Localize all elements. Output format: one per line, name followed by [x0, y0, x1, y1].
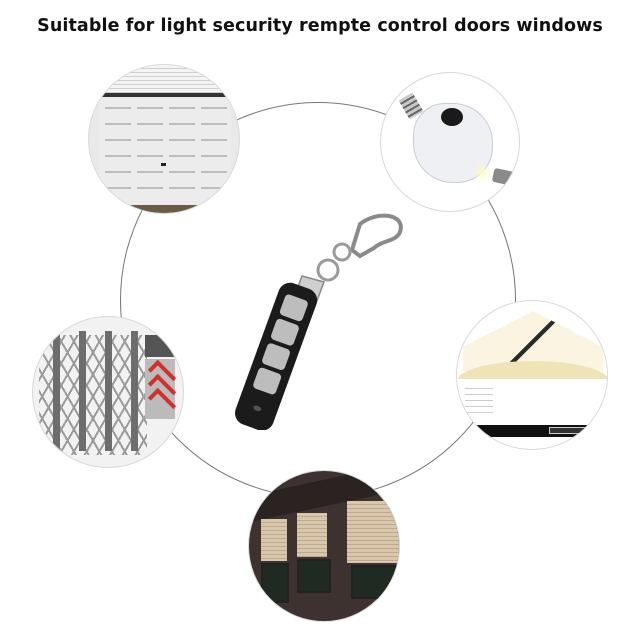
thumbnail-lamp: [380, 72, 520, 212]
thumbnail-retractable-gate: [32, 316, 184, 468]
garage-handle-icon: [161, 163, 166, 166]
thumbnail-house-door: [456, 300, 608, 450]
thumbnail-garage-door: [88, 64, 240, 214]
remote-control: D C B A: [210, 190, 410, 431]
keyring-clasp-icon: [316, 213, 403, 282]
thumbnail-roller-shutter-windows: [248, 470, 400, 622]
page-title: Suitable for light security rempte contr…: [37, 16, 603, 36]
mini-remote-icon: [491, 167, 517, 187]
